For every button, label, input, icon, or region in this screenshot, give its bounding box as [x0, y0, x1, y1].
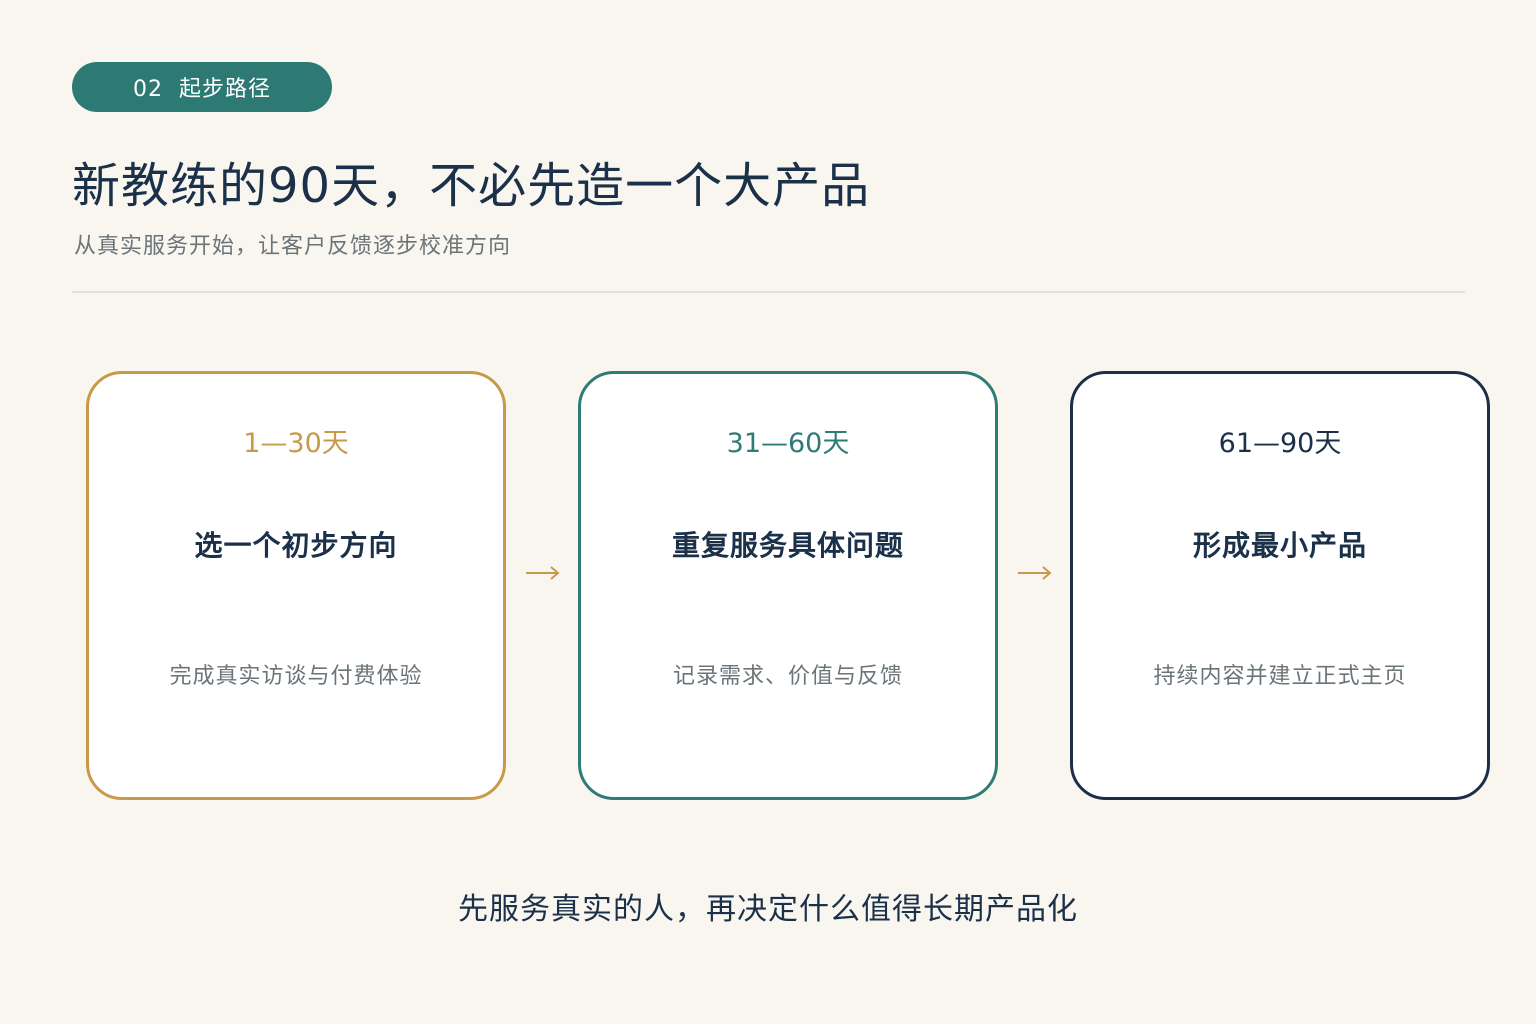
arrow-right-icon [526, 566, 560, 580]
page-title: 新教练的90天，不必先造一个大产品 [72, 158, 871, 214]
stage-period: 31—60天 [726, 428, 850, 459]
stage-card-1: 1—30天 选一个初步方向 完成真实访谈与付费体验 [86, 371, 506, 800]
page-subtitle: 从真实服务开始，让客户反馈逐步校准方向 [74, 234, 512, 259]
footer-note: 先服务真实的人，再决定什么值得长期产品化 [458, 892, 1078, 927]
stage-description: 完成真实访谈与付费体验 [169, 664, 423, 689]
stage-description: 记录需求、价值与反馈 [672, 664, 903, 689]
stage-period: 1—30天 [243, 428, 349, 459]
stage-card-2: 31—60天 重复服务具体问题 记录需求、价值与反馈 [578, 371, 998, 800]
stage-title: 选一个初步方向 [194, 529, 398, 562]
stage-title: 形成最小产品 [1192, 529, 1367, 562]
section-badge-label: 02 起步路径 [133, 77, 271, 102]
stage-card-3: 61—90天 形成最小产品 持续内容并建立正式主页 [1070, 371, 1490, 800]
arrow-right-icon [1018, 566, 1052, 580]
section-badge: 02 起步路径 [72, 62, 332, 112]
header-divider [72, 291, 1465, 293]
stage-period: 61—90天 [1218, 428, 1342, 459]
stage-description: 持续内容并建立正式主页 [1153, 664, 1407, 689]
stage-title: 重复服务具体问题 [671, 529, 904, 562]
